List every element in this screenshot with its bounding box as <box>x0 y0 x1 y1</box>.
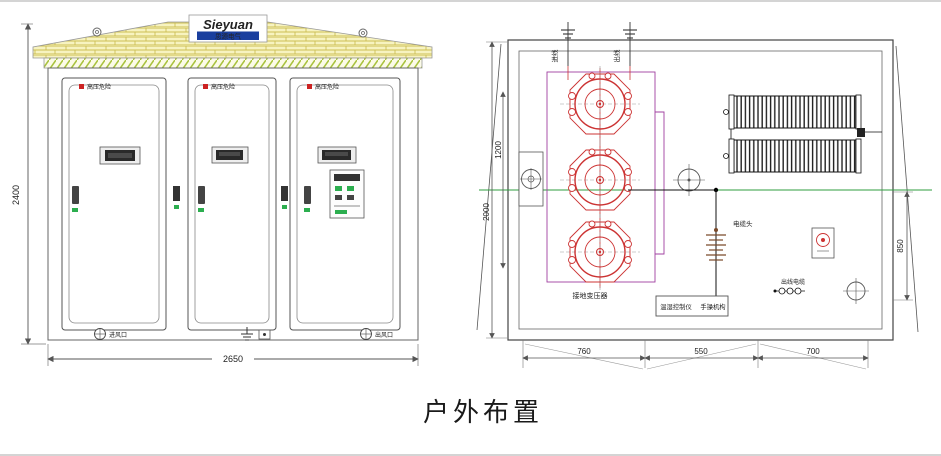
brand-logo: Sieyuan 思源电气 <box>188 14 268 43</box>
plan-bottom-dimensions: 760 550 700 <box>522 340 869 370</box>
radiator-bank-bottom <box>723 138 862 174</box>
roof-trim-band <box>43 57 423 69</box>
brand-logo-subtext: 思源电气 <box>215 32 242 41</box>
radiator-bank-top <box>723 94 862 130</box>
door-handle <box>198 186 205 204</box>
door-warning-label: 高压危险 <box>79 83 111 91</box>
lifting-lug-icon <box>358 28 368 38</box>
door-warning-text: 高压危险 <box>211 83 235 91</box>
door-handle <box>304 186 311 204</box>
mounting-hole <box>673 164 705 196</box>
vent-right-label: 出风口 <box>375 331 393 339</box>
plan-inner-height-label: 1200 <box>494 141 503 159</box>
plan-inner-height-dimension: 1200 <box>494 91 506 269</box>
height-dimension-label: 2400 <box>11 185 21 205</box>
nameplate <box>258 329 271 340</box>
outgoing-bushing-symbol: 出线 <box>612 22 637 66</box>
outgoing-cable-label: 出线电缆 <box>781 278 805 286</box>
display-panel <box>211 146 249 164</box>
insulator-unit <box>811 227 835 259</box>
door-1: 高压危险 <box>61 77 167 331</box>
lock-indicator <box>304 208 310 212</box>
control-panel <box>329 169 365 219</box>
front-elevation-view: Sieyuan 思源电气 高压危险 <box>11 14 433 366</box>
door-latch <box>281 186 288 209</box>
display-panel <box>317 146 357 164</box>
door-handle <box>72 186 79 204</box>
lock-indicator <box>72 208 78 212</box>
vent-fan-icon <box>94 328 106 340</box>
door-2: 高压危险 <box>187 77 277 331</box>
plan-right-dimension: 850 <box>893 191 913 301</box>
vent-left-label: 进风口 <box>109 331 127 339</box>
height-dimension: 2400 <box>11 23 46 345</box>
plan-bottom-dim-1: 760 <box>577 347 591 356</box>
width-dimension-label: 2650 <box>223 354 243 364</box>
wall-fan-unit <box>518 151 544 207</box>
plan-height-dimension: 2000 <box>482 41 507 339</box>
warning-icon <box>79 84 84 89</box>
warning-icon <box>203 84 208 89</box>
cable-run <box>628 187 719 296</box>
mounting-hole <box>843 278 869 304</box>
incoming-label: 进线 <box>550 49 559 63</box>
controller-label: 温湿控制仪 <box>660 302 692 311</box>
radiator-valve <box>857 128 865 137</box>
brand-logo-text: Sieyuan <box>203 17 253 32</box>
door-warning-label: 高压危险 <box>203 83 235 91</box>
base-vents: 进风口 出风口 <box>94 327 393 341</box>
ground-symbol <box>241 327 253 341</box>
plan-height-label: 2000 <box>482 203 491 221</box>
incoming-bushing-symbol: 进线 <box>550 22 575 66</box>
cable-head-label: 电缆头 <box>733 219 753 228</box>
plan-bottom-dim-3: 700 <box>806 347 820 356</box>
busbar-outline <box>655 111 665 255</box>
grounding-transformer-label: 接地变压器 <box>573 291 608 300</box>
width-dimension: 2650 <box>47 344 419 366</box>
plan-bottom-dim-2: 550 <box>694 347 708 356</box>
vent-fan-icon <box>360 328 372 340</box>
cable-terminal-row <box>773 287 805 295</box>
caption: 户外布置 <box>422 398 543 427</box>
door-latch <box>173 186 180 209</box>
manual-mechanism-label: 手操机构 <box>700 302 725 311</box>
section-mark-left <box>476 43 502 331</box>
outgoing-label: 出线 <box>612 49 621 63</box>
surge-arrester-symbol <box>706 228 726 261</box>
lock-indicator <box>198 208 204 212</box>
plan-view: 进线 出线 接地变压器 <box>476 22 932 370</box>
display-panel <box>99 146 141 165</box>
lifting-lug-icon <box>92 27 102 37</box>
controller-box: 温湿控制仪 手操机构 <box>655 295 729 317</box>
door-3: 高压危险 <box>289 77 401 331</box>
brand-banner <box>197 31 259 40</box>
door-warning-text: 高压危险 <box>315 83 339 91</box>
door-warning-text: 高压危险 <box>87 83 111 91</box>
section-mark-right <box>895 45 919 333</box>
door-warning-label: 高压危险 <box>307 83 339 91</box>
warning-icon <box>307 84 312 89</box>
plan-right-dim-label: 850 <box>896 239 905 253</box>
